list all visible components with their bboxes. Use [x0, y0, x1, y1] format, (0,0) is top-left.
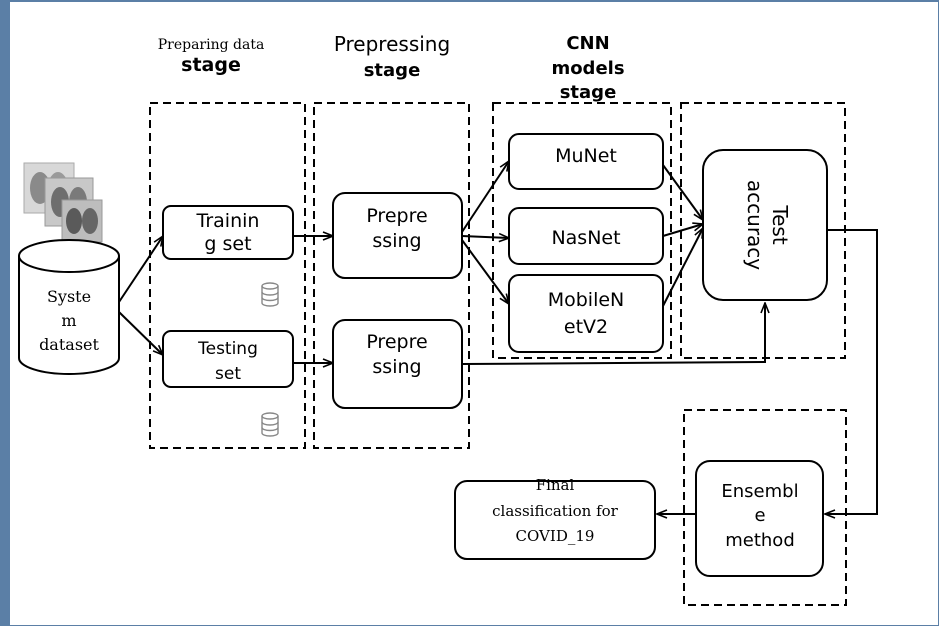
final-classification-label: Final — [536, 476, 575, 494]
arrow-prepress-to-mobilenet — [461, 239, 509, 304]
final-classification-label-2: classification for — [492, 502, 619, 520]
dataset-label: Syste — [47, 287, 91, 306]
arrow-nasnet-to-accuracy — [662, 224, 703, 237]
munet-label: MuNet — [555, 145, 617, 167]
stage-preparing-box — [149, 102, 306, 449]
system-dataset-cylinder — [18, 239, 120, 375]
nasnet-label: NasNet — [551, 227, 620, 249]
test-accuracy-label: Test — [768, 204, 792, 245]
dataset-label-2: m — [61, 311, 76, 330]
arrow-prepress-to-accuracy — [461, 303, 765, 365]
dataset-label-3: dataset — [39, 335, 99, 354]
stage-prepressing-label-2: stage — [364, 60, 421, 81]
prepressing-bottom-label: Prepre — [366, 331, 427, 353]
stage-cnn-box — [492, 102, 672, 359]
final-classification-box — [454, 480, 656, 560]
training-set-label-2: g set — [204, 233, 251, 255]
arrow-mobilenet-to-accuracy — [662, 228, 703, 307]
testing-set-label-2: set — [215, 364, 241, 384]
stage-cnn-label-3: stage — [560, 82, 617, 103]
testing-set-label: Testing — [197, 339, 258, 359]
ensemble-method-label: Ensembl — [721, 481, 798, 502]
arrow-dataset-to-testing — [118, 311, 163, 355]
stage-prepressing-label: Prepressing — [334, 32, 450, 56]
final-classification-label-3: COVID_19 — [516, 527, 595, 545]
mobilenetv2-label: MobileN — [548, 289, 625, 311]
arrow-munet-to-accuracy — [662, 164, 703, 220]
stage-cnn-label-2: models — [551, 58, 624, 79]
arrow-accuracy-to-ensemble — [825, 229, 878, 514]
stage-ensemble-box — [683, 409, 847, 606]
stage-prepressing-box — [313, 102, 470, 449]
mobilenetv2-label-2: etV2 — [564, 316, 608, 338]
arrow-prepress-to-munet — [461, 161, 509, 233]
training-set-box — [162, 205, 294, 260]
testing-set-box — [162, 330, 294, 388]
mobilenetv2-box — [508, 274, 664, 353]
test-accuracy-label-2: accuracy — [743, 180, 767, 270]
ensemble-method-label-2: e — [754, 505, 765, 526]
prepressing-bottom-label-2: ssing — [372, 356, 421, 378]
training-set-label: Trainin — [196, 210, 260, 232]
database-icon — [261, 412, 279, 437]
prepressing-top-label: Prepre — [366, 205, 427, 227]
ensemble-method-label-3: method — [725, 530, 795, 551]
stage-preparing-label: Preparing data — [158, 37, 265, 53]
prepressing-top-label-2: ssing — [372, 230, 421, 252]
stage-cnn-label: CNN — [566, 33, 609, 54]
ensemble-method-box — [695, 460, 824, 577]
stage-preparing-label-2: stage — [181, 54, 241, 76]
arrow-dataset-to-training — [118, 236, 163, 303]
ct-scan-images-icon — [23, 162, 103, 243]
arrow-prepress-to-nasnet — [461, 236, 509, 238]
database-icon — [261, 282, 279, 307]
